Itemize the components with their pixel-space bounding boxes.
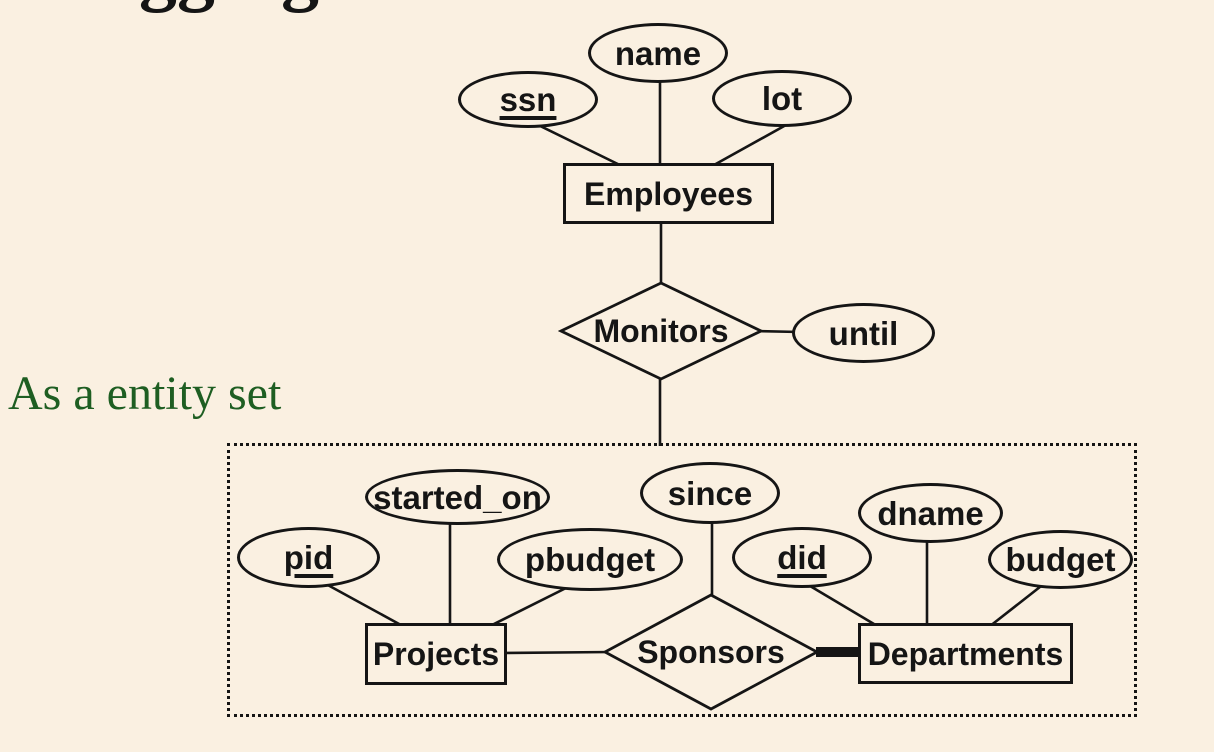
entity-employees: Employees (563, 163, 774, 224)
attribute-until-label: until (828, 314, 899, 352)
attribute-lot: lot (712, 70, 852, 127)
sponsors-diamond-shape (603, 593, 819, 711)
attribute-pid-label: pid (283, 539, 334, 576)
entity-employees-label: Employees (584, 175, 753, 212)
attribute-since: since (640, 462, 780, 524)
attribute-did-label: did (777, 539, 827, 576)
attribute-did: did (732, 527, 872, 588)
attribute-since-label: since (667, 474, 753, 512)
attribute-started-on-label: started_on (373, 478, 542, 516)
line-ssn-employees (527, 118, 631, 172)
attribute-budget: budget (988, 530, 1133, 589)
attribute-ssn-label: ssn (499, 81, 557, 118)
line-pid-projects (314, 576, 411, 632)
relationship-monitors-label: Monitors (593, 313, 729, 349)
line-budget-departments (984, 581, 1046, 632)
entity-departments: Departments (858, 623, 1073, 684)
attribute-pbudget: pbudget (497, 528, 683, 591)
attribute-name: name (588, 23, 728, 83)
entity-departments-label: Departments (867, 635, 1064, 672)
attribute-until: until (792, 303, 935, 363)
line-lot-employees (704, 118, 796, 172)
attribute-dname: dname (858, 483, 1003, 543)
line-projects-sponsors (499, 650, 613, 655)
aggregation-boundary (227, 443, 1137, 717)
line-pbudget-projects (481, 583, 573, 632)
attribute-name-label: name (614, 34, 702, 72)
caption-as-a-entity-set: As a entity set (8, 367, 282, 420)
attribute-pid: pid (237, 527, 380, 588)
attribute-pbudget-label: pbudget (524, 541, 656, 578)
relationship-sponsors-label: Sponsors (637, 634, 785, 670)
relationship-monitors: Monitors (558, 281, 764, 381)
attribute-started-on: started_on (365, 469, 550, 525)
attribute-ssn: ssn (458, 71, 598, 128)
entity-projects-label: Projects (372, 636, 500, 672)
line-did-departments (799, 578, 885, 632)
entity-projects: Projects (365, 623, 507, 685)
attribute-dname-label: dname (877, 494, 984, 532)
attribute-lot-label: lot (761, 80, 803, 117)
relationship-sponsors: Sponsors (603, 593, 819, 711)
attribute-budget-label: budget (1005, 541, 1116, 578)
clipped-slide-title-text: Aggregation (84, 0, 484, 13)
monitors-diamond-shape (558, 281, 764, 381)
clipped-slide-title: Aggregation (84, 0, 484, 9)
